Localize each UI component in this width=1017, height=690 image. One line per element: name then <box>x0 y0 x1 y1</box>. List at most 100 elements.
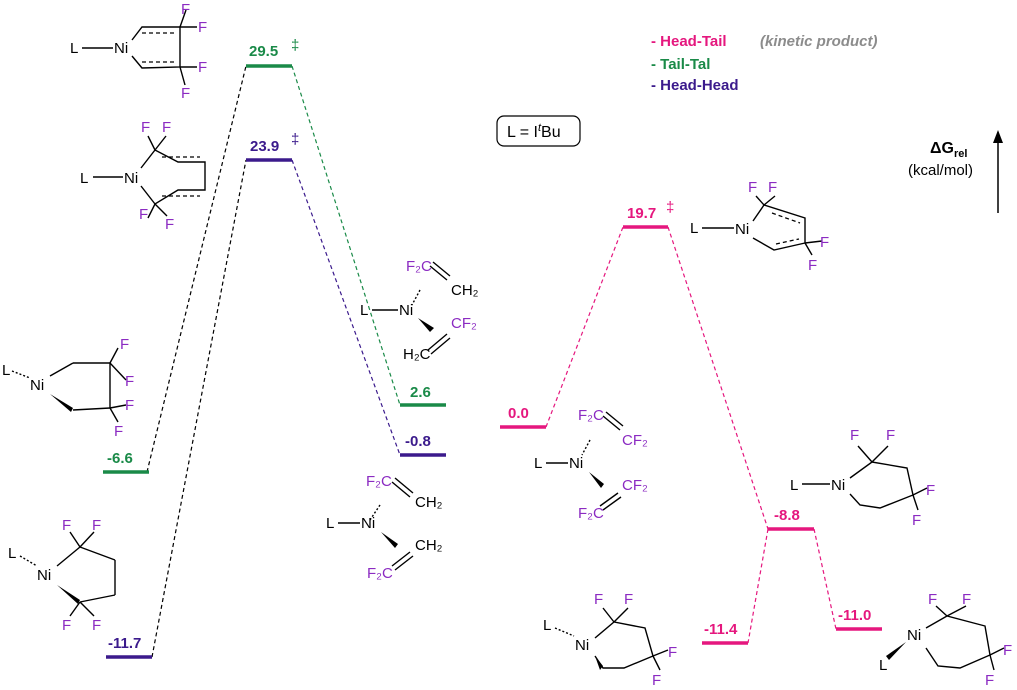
mol-atom: F <box>162 119 171 136</box>
molecule-tt-ts-structure: L Ni F F F F <box>70 1 207 102</box>
mol-atom: F <box>668 644 677 661</box>
mol-atom: Ni <box>907 627 921 644</box>
mol-atom: F <box>820 234 829 251</box>
mol-atom: F <box>125 397 134 414</box>
mol-atom: F <box>181 1 190 18</box>
molecule-ht-ts-structure: F F L Ni F F <box>690 179 829 274</box>
mol-atom: L <box>326 515 334 532</box>
mol-atom: F <box>62 617 71 634</box>
legend-kinetic-note: (kinetic product) <box>760 33 878 50</box>
mol-atom: Ni <box>399 302 413 319</box>
label-hh-ts: 23.9 <box>250 138 279 155</box>
mol-fragment: F₂C <box>366 473 392 490</box>
energy-axis: ΔGrel (kcal/mol) <box>908 130 1003 213</box>
molecule-tt-product: L Ni F F F F <box>2 336 134 440</box>
mol-atom: F <box>120 336 129 353</box>
hh-connector-right <box>291 159 401 456</box>
mol-atom: L <box>534 455 542 472</box>
ts-mark-tt: ‡ <box>291 37 299 54</box>
mol-atom: F <box>748 179 757 196</box>
mol-atom: F <box>624 591 633 608</box>
mol-fragment: F₂C <box>578 407 604 424</box>
mol-atom: F <box>850 427 859 444</box>
mol-fragment: CH₂ <box>415 537 443 554</box>
mol-atom: L <box>80 170 88 187</box>
mol-atom: F <box>652 672 661 689</box>
molecule-hh-product: F F L Ni F F <box>8 517 116 634</box>
axis-label: ΔGrel <box>930 140 967 160</box>
mol-fragment: H₂C <box>403 346 431 363</box>
mol-atom: F <box>92 517 101 534</box>
ht-connector-2 <box>667 226 769 530</box>
label-tt-complex: 2.6 <box>410 384 431 401</box>
molecule-tt-complex: F₂C CH₂ L Ni CF₂ H₂C <box>360 258 479 363</box>
mol-atom: F <box>928 591 937 608</box>
label-hh-complex: -0.8 <box>405 433 431 450</box>
axis-arrow-head <box>993 130 1003 143</box>
ts-mark-ht: ‡ <box>666 199 674 216</box>
legend-head-tail: - Head-Tail <box>651 33 727 50</box>
mol-fragment: CF₂ <box>622 477 648 494</box>
tt-connector-right <box>291 65 401 406</box>
label-hh-product: -11.7 <box>108 635 141 652</box>
mol-atom: Ni <box>124 170 138 187</box>
mol-atom: F <box>198 59 207 76</box>
axis-units: (kcal/mol) <box>908 162 973 179</box>
mol-atom: F <box>808 257 817 274</box>
mol-atom: Ni <box>114 40 128 57</box>
mol-atom: Ni <box>831 477 845 494</box>
mol-fragment: CF₂ <box>622 432 648 449</box>
label-ht-inter: -8.8 <box>774 507 800 524</box>
mol-fragment: CF₂ <box>451 315 477 332</box>
mol-fragment: F₂C <box>406 258 432 275</box>
ligand-box-text: L = ItBu <box>507 122 561 141</box>
molecule-ht-product-a: F F L Ni F F <box>543 591 677 689</box>
mol-atom: L <box>543 617 551 634</box>
mol-atom: F <box>92 617 101 634</box>
mol-fragment: F₂C <box>367 565 393 582</box>
ligand-definition-box: L = ItBu <box>496 115 581 147</box>
mol-atom: L <box>879 657 887 674</box>
ht-connector-3 <box>747 528 769 644</box>
mol-atom: F <box>1003 642 1012 659</box>
mol-atom: Ni <box>361 515 375 532</box>
label-tt-product: -6.6 <box>107 450 133 467</box>
label-ht-prod-a: -11.4 <box>704 621 738 638</box>
legend-tail-tail: - Tail-Tal <box>651 56 710 73</box>
mol-atom: F <box>768 179 777 196</box>
label-ht-complex: 0.0 <box>508 405 529 422</box>
mol-atom: Ni <box>575 637 589 654</box>
mol-atom: F <box>912 512 921 529</box>
ligand-box-frame <box>496 115 581 147</box>
legend-head-head: - Head-Head <box>651 77 739 94</box>
mol-atom: F <box>926 482 935 499</box>
mol-fragment: CH₂ <box>451 282 479 299</box>
energy-levels <box>103 64 882 659</box>
mol-atom: F <box>165 216 174 233</box>
label-ht-prod-b: -11.0 <box>838 607 871 624</box>
mol-atom: F <box>125 373 134 390</box>
molecule-ht-intermediate: F F L Ni F F <box>790 427 935 529</box>
mol-atom: Ni <box>569 455 583 472</box>
mol-atom: L <box>8 545 16 562</box>
mol-atom: F <box>886 427 895 444</box>
energy-labels: 29.5 ‡ 23.9 ‡ 19.7 ‡ 2.6 -0.8 0.0 -6.6 -… <box>107 37 871 652</box>
mol-atom: F <box>62 517 71 534</box>
ht-connector-1 <box>545 226 624 428</box>
legend: - Head-Tail (kinetic product) - Tail-Tal… <box>651 33 878 94</box>
mol-atom: Ni <box>735 221 749 238</box>
mol-fragment: CH₂ <box>415 494 443 511</box>
connector-lines <box>146 65 837 658</box>
mol-atom: F <box>198 19 207 36</box>
ht-connector-4 <box>813 528 837 630</box>
mol-atom: F <box>594 591 603 608</box>
mol-atom: Ni <box>37 567 51 584</box>
mol-atom: L <box>690 220 698 237</box>
mol-atom: L <box>2 362 10 379</box>
ts-mark-hh: ‡ <box>291 131 299 148</box>
molecule-hh-ts-structure: F F L Ni F F <box>80 119 206 233</box>
mol-atom: Ni <box>30 377 44 394</box>
hh-connector-left <box>151 159 247 658</box>
